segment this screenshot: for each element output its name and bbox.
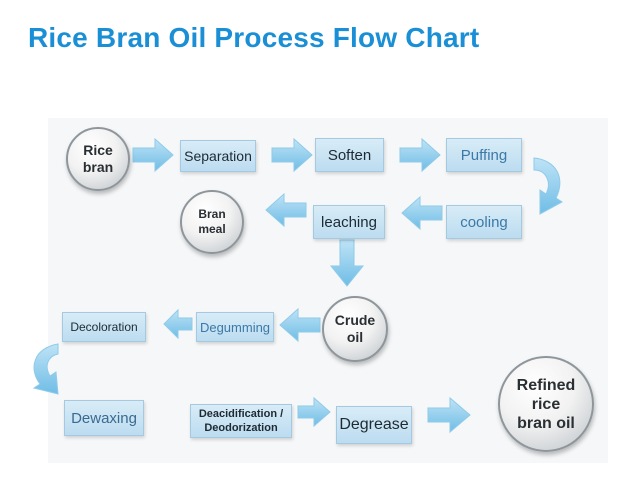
- arrow-left-icon: [401, 195, 443, 231]
- arrow-right-icon: [271, 137, 313, 173]
- decoloration-box: Decoloration: [62, 312, 146, 342]
- arrow-right-icon: [132, 137, 174, 173]
- curved-arrow-icon: [533, 157, 563, 215]
- degumming-box: Degumming: [196, 312, 274, 342]
- deacidification-box: Deacidification / Deodorization: [190, 404, 292, 438]
- separation-box: Separation: [180, 140, 256, 172]
- bran-meal-node: Bran meal: [180, 190, 244, 254]
- deacidification-label: Deacidification /: [198, 408, 284, 420]
- arrow-left-icon: [163, 308, 193, 340]
- curved-arrow-icon: [32, 343, 59, 395]
- crude-oil-node: Crude oil: [322, 296, 388, 362]
- arrow-left-icon: [265, 192, 307, 228]
- cooling-box: cooling: [446, 205, 522, 239]
- arrow-right-icon: [399, 137, 441, 173]
- arrow-right-icon: [297, 396, 331, 428]
- leaching-box: leaching: [313, 205, 385, 239]
- soften-box: Soften: [315, 138, 384, 172]
- degrease-box: Degrease: [336, 406, 412, 444]
- dewaxing-box: Dewaxing: [64, 400, 144, 436]
- deodorization-label: Deodorization: [204, 422, 278, 434]
- page-title: Rice Bran Oil Process Flow Chart: [28, 22, 480, 53]
- refined-rice-bran-oil-node: Refined rice bran oil: [498, 356, 594, 452]
- arrow-down-icon: [329, 239, 365, 287]
- puffing-box: Puffing: [446, 138, 522, 172]
- arrow-right-icon: [427, 396, 471, 434]
- rice-bran-node: Rice bran: [66, 127, 130, 191]
- arrow-left-icon: [279, 307, 321, 343]
